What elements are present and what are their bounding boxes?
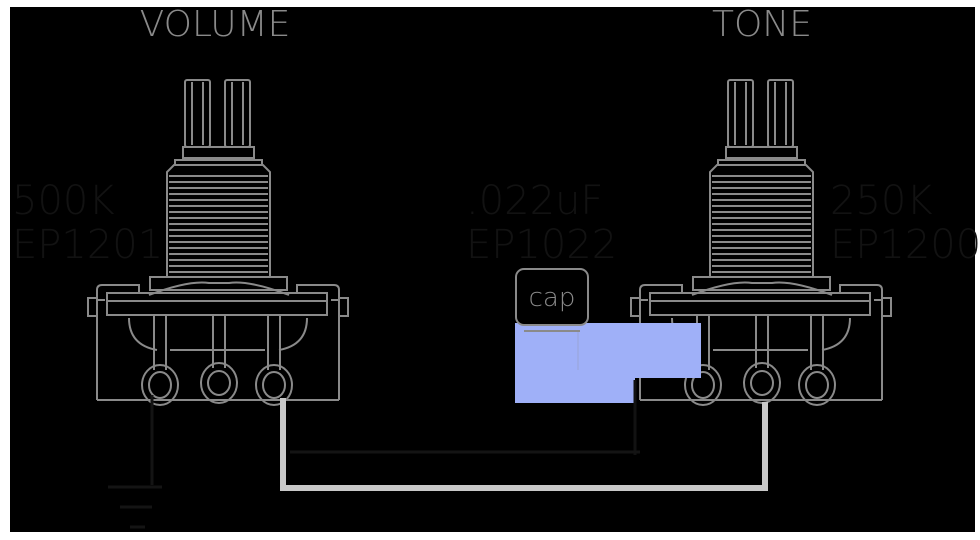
tone-pot-value: 250K (830, 178, 933, 224)
cap-label: cap (529, 283, 576, 313)
ground-wire (108, 395, 640, 529)
capacitor-value: .022uF (466, 178, 603, 224)
volume-title: VOLUME (140, 4, 291, 45)
capacitor: cap (515, 268, 701, 455)
volume-pot-value: 500K (12, 178, 115, 224)
tone-title: TONE (712, 4, 812, 45)
capacitor-part: EP1022 (466, 222, 617, 268)
signal-wire (280, 398, 768, 491)
cap-label-box (515, 268, 589, 326)
tone-pot-part: EP1200 (830, 222, 980, 268)
diagram-background (10, 7, 975, 532)
volume-pot-part: EP1201 (12, 222, 163, 268)
